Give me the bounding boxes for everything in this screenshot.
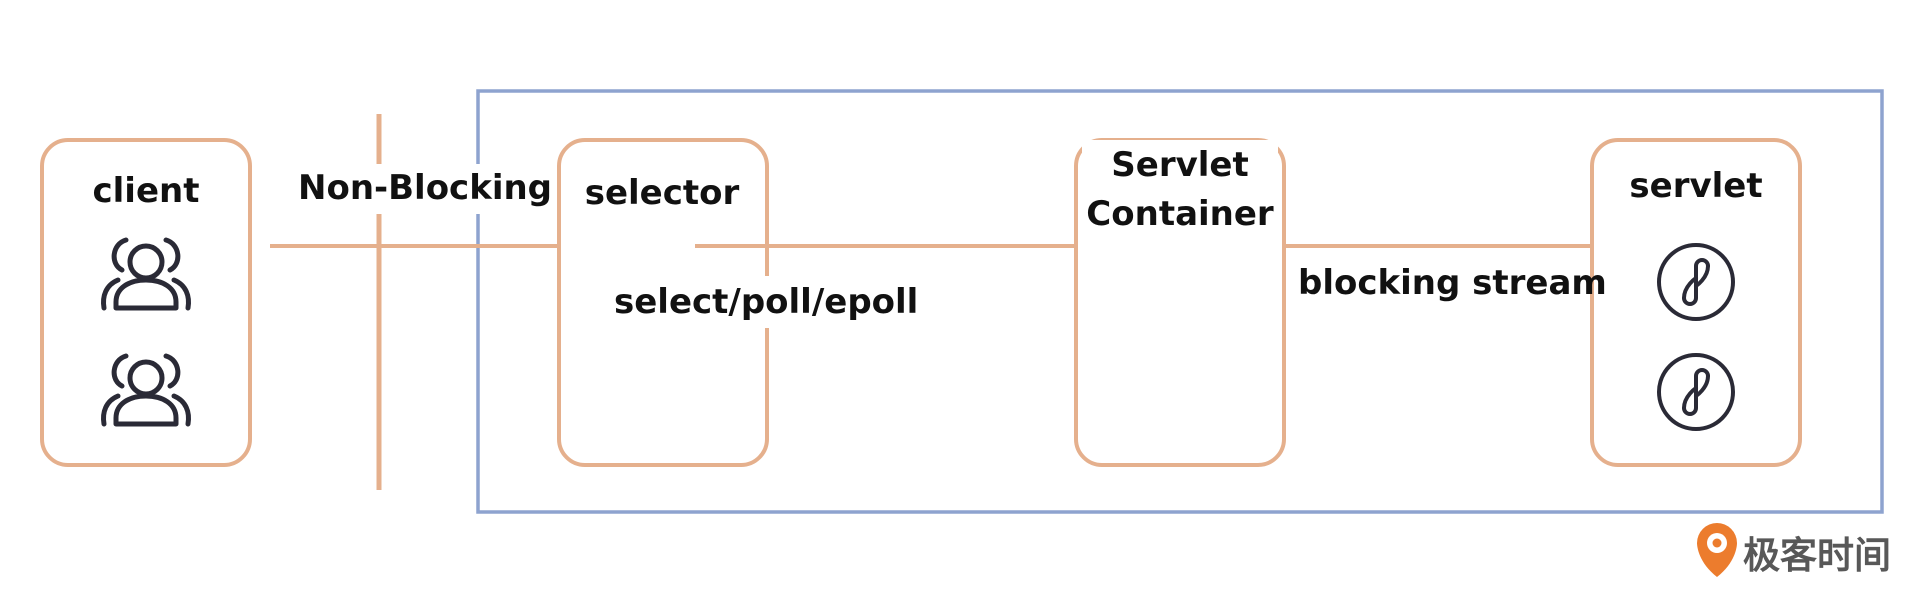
users-icon xyxy=(101,353,191,427)
client-label: client xyxy=(93,171,200,211)
servlet-container-label-line2: Container xyxy=(1086,194,1274,234)
label-mask-select xyxy=(604,276,904,328)
selector-label: selector xyxy=(585,173,740,213)
non-blocking-label: Non-Blocking xyxy=(298,168,552,208)
watermark-text: 极客时间 xyxy=(1743,534,1891,577)
label-mask-non-blocking xyxy=(294,164,544,214)
link-icon xyxy=(1657,243,1735,321)
label-mask-container xyxy=(1082,140,1278,232)
servlet-label: servlet xyxy=(1629,166,1762,206)
blocking-stream-label: blocking stream xyxy=(1298,263,1607,303)
servlet-container-label-line1: Servlet xyxy=(1111,145,1248,185)
select-poll-epoll-label: select/poll/epoll xyxy=(614,282,918,322)
geektime-watermark: 极客时间 xyxy=(1697,523,1891,577)
link-icon xyxy=(1657,353,1735,431)
geektime-logo-icon xyxy=(1697,523,1737,577)
server-boundary xyxy=(476,89,1884,514)
client-node xyxy=(40,138,252,467)
users-icon xyxy=(101,237,191,311)
